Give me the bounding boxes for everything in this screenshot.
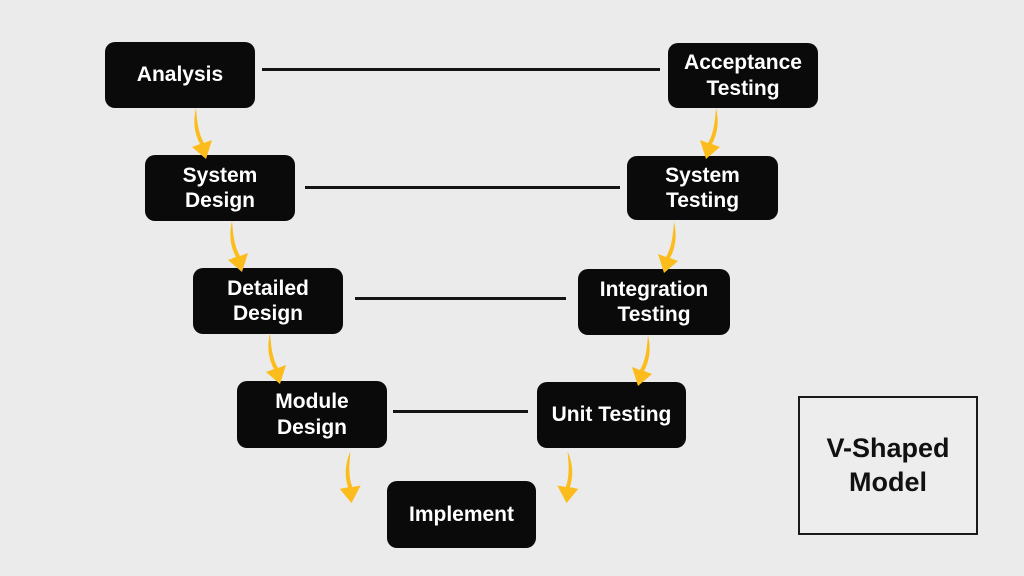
down-right-arrow-icon bbox=[339, 451, 361, 504]
node-label: Unit Testing bbox=[551, 403, 672, 427]
node-label: Detailed Design bbox=[227, 276, 309, 325]
connector-line-sysdesign-systesting bbox=[305, 186, 620, 189]
diagram-title: V-Shaped Model bbox=[826, 432, 950, 497]
down-left-arrow-icon bbox=[700, 108, 720, 159]
node-acceptance-testing: Acceptance Testing bbox=[668, 43, 818, 108]
down-right-arrow-icon bbox=[192, 108, 212, 159]
diagram-title-box: V-Shaped Model bbox=[798, 396, 978, 535]
connector-line-moddesign-unittesting bbox=[393, 410, 528, 413]
node-system-testing: System Testing bbox=[627, 156, 778, 220]
node-label: Analysis bbox=[136, 63, 224, 87]
down-left-arrow-icon bbox=[557, 451, 579, 504]
node-system-design: System Design bbox=[145, 155, 295, 221]
node-detailed-design: Detailed Design bbox=[193, 268, 343, 334]
node-label: Implement bbox=[408, 502, 515, 526]
down-right-arrow-icon bbox=[266, 333, 286, 384]
node-unit-testing: Unit Testing bbox=[537, 382, 686, 448]
down-left-arrow-icon bbox=[632, 335, 652, 386]
node-label: Acceptance Testing bbox=[684, 51, 802, 100]
node-label: System Testing bbox=[665, 163, 740, 212]
node-label: System Design bbox=[182, 163, 258, 212]
node-label: Integration Testing bbox=[599, 277, 709, 326]
node-integration-testing: Integration Testing bbox=[578, 269, 730, 335]
node-analysis: Analysis bbox=[105, 42, 255, 108]
down-right-arrow-icon bbox=[228, 221, 248, 272]
node-label: Module Design bbox=[275, 390, 349, 439]
connector-line-detdesign-inttesting bbox=[355, 297, 566, 300]
connector-line-analysis-acceptance bbox=[262, 68, 660, 71]
node-module-design: Module Design bbox=[237, 381, 387, 448]
down-left-arrow-icon bbox=[658, 222, 678, 273]
node-implement: Implement bbox=[387, 481, 536, 548]
